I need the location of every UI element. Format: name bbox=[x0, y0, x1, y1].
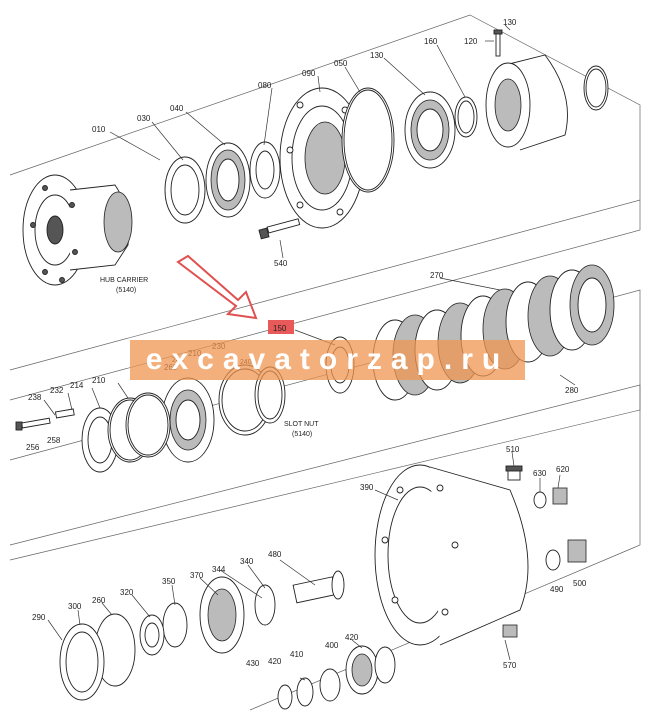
label-050[interactable]: 050 bbox=[334, 59, 348, 68]
leader-lines-bottom bbox=[47, 451, 561, 681]
plug-510 bbox=[505, 465, 523, 481]
ring-240 bbox=[254, 366, 286, 424]
label-214[interactable]: 214 bbox=[70, 381, 84, 390]
label-150[interactable]: 150 bbox=[273, 324, 287, 333]
label-130a[interactable]: 130 bbox=[370, 51, 384, 60]
washer-350 bbox=[162, 602, 188, 648]
label-090[interactable]: 090 bbox=[302, 69, 316, 78]
hub-carrier-part bbox=[22, 174, 133, 286]
label-256[interactable]: 256 bbox=[26, 443, 40, 452]
bolt-spring-238 bbox=[15, 408, 75, 431]
label-290[interactable]: 290 bbox=[32, 613, 46, 622]
ring-130-right bbox=[583, 65, 609, 111]
seal-290-300 bbox=[59, 623, 105, 701]
label-258[interactable]: 258 bbox=[47, 436, 61, 445]
label-390[interactable]: 390 bbox=[360, 483, 374, 492]
hub-carrier-ref: (5140) bbox=[116, 287, 136, 294]
bearing-cone-040 bbox=[205, 142, 251, 218]
label-120[interactable]: 120 bbox=[464, 37, 478, 46]
watermark-text: excavatorzap.ru bbox=[145, 343, 510, 376]
washer-344 bbox=[254, 584, 276, 626]
label-300[interactable]: 300 bbox=[68, 602, 82, 611]
label-540[interactable]: 540 bbox=[274, 259, 288, 268]
label-420b[interactable]: 420 bbox=[268, 657, 282, 666]
shaft-480 bbox=[292, 570, 345, 604]
label-280[interactable]: 280 bbox=[565, 386, 579, 395]
label-410[interactable]: 410 bbox=[290, 650, 304, 659]
bearing-assembly-400 bbox=[277, 645, 396, 710]
plug-570 bbox=[502, 624, 518, 638]
seal-rings-210 bbox=[107, 392, 171, 463]
label-500[interactable]: 500 bbox=[573, 579, 587, 588]
label-160[interactable]: 160 bbox=[424, 37, 438, 46]
label-510[interactable]: 510 bbox=[506, 445, 520, 454]
washer-490 bbox=[545, 549, 561, 571]
bolt-120 bbox=[493, 29, 503, 57]
label-420a[interactable]: 420 bbox=[345, 633, 359, 642]
label-340[interactable]: 340 bbox=[240, 557, 254, 566]
label-400[interactable]: 400 bbox=[325, 641, 339, 650]
label-010[interactable]: 010 bbox=[92, 125, 106, 134]
label-130b[interactable]: 130 bbox=[503, 18, 517, 27]
seal-080 bbox=[249, 141, 281, 199]
label-430[interactable]: 430 bbox=[246, 659, 260, 668]
hub-carrier-caption: HUB CARRIER bbox=[100, 277, 148, 284]
highlight-arrow bbox=[176, 254, 258, 320]
plug-620 bbox=[552, 487, 568, 505]
label-480[interactable]: 480 bbox=[268, 550, 282, 559]
label-370[interactable]: 370 bbox=[190, 571, 204, 580]
highlight-box bbox=[268, 320, 294, 334]
label-210b[interactable]: 210 bbox=[92, 376, 106, 385]
washer-630 bbox=[533, 491, 547, 509]
gear-370 bbox=[199, 576, 245, 654]
label-080[interactable]: 080 bbox=[258, 81, 272, 90]
o-ring-050 bbox=[341, 87, 395, 193]
label-270[interactable]: 270 bbox=[430, 271, 444, 280]
leader-lines-top bbox=[109, 24, 511, 259]
label-344[interactable]: 344 bbox=[212, 565, 226, 574]
label-238[interactable]: 238 bbox=[28, 393, 42, 402]
label-260b[interactable]: 260 bbox=[92, 596, 106, 605]
bearing-cup-030 bbox=[164, 156, 206, 224]
label-350[interactable]: 350 bbox=[162, 577, 176, 586]
label-320[interactable]: 320 bbox=[120, 588, 134, 597]
captions: HUB CARRIER (5140) SLOT NUT (5140) bbox=[100, 277, 319, 438]
label-490[interactable]: 490 bbox=[550, 585, 564, 594]
carrier-160 bbox=[485, 54, 568, 151]
piston-248 bbox=[161, 377, 215, 463]
label-630[interactable]: 630 bbox=[533, 469, 547, 478]
bearing-320 bbox=[139, 614, 165, 656]
label-232[interactable]: 232 bbox=[50, 386, 64, 395]
watermark-band bbox=[130, 340, 525, 380]
bolt-540 bbox=[258, 218, 301, 240]
label-040[interactable]: 040 bbox=[170, 104, 184, 113]
slot-nut-caption: SLOT NUT bbox=[284, 421, 319, 428]
plug-500 bbox=[567, 539, 587, 563]
bearing-130 bbox=[404, 91, 456, 169]
ring-130 bbox=[454, 96, 478, 138]
label-620[interactable]: 620 bbox=[556, 465, 570, 474]
housing-390 bbox=[374, 464, 529, 646]
label-030[interactable]: 030 bbox=[137, 114, 151, 123]
slot-nut-ref: (5140) bbox=[292, 431, 312, 438]
label-570[interactable]: 570 bbox=[503, 661, 517, 670]
